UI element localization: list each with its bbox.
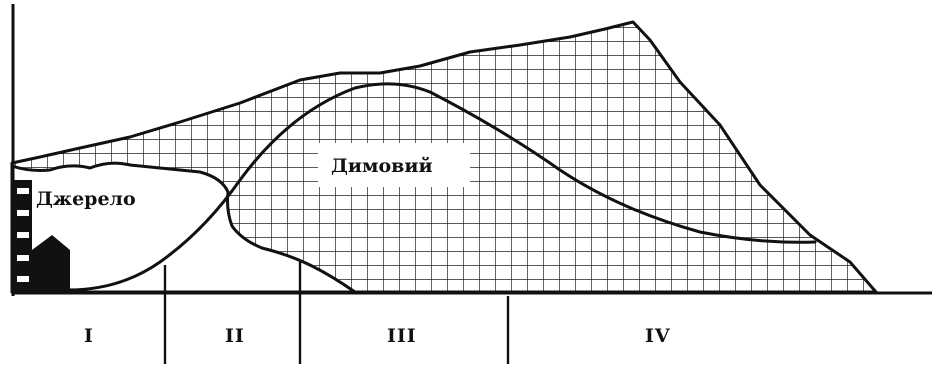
smoke-label: Димовий xyxy=(331,155,433,177)
house-icon xyxy=(32,235,70,292)
source-label: Джерело xyxy=(36,188,136,210)
chimney-icon xyxy=(14,180,32,292)
zone-label-4: IV xyxy=(645,325,671,347)
source-cloud xyxy=(10,161,357,294)
zone-label-1: I xyxy=(84,325,94,347)
plume-curve xyxy=(66,82,817,292)
zone-label-2: II xyxy=(225,325,245,347)
zone-dividers xyxy=(163,262,510,364)
smoke-label-box xyxy=(318,143,470,187)
zone-label-3: III xyxy=(387,325,417,347)
